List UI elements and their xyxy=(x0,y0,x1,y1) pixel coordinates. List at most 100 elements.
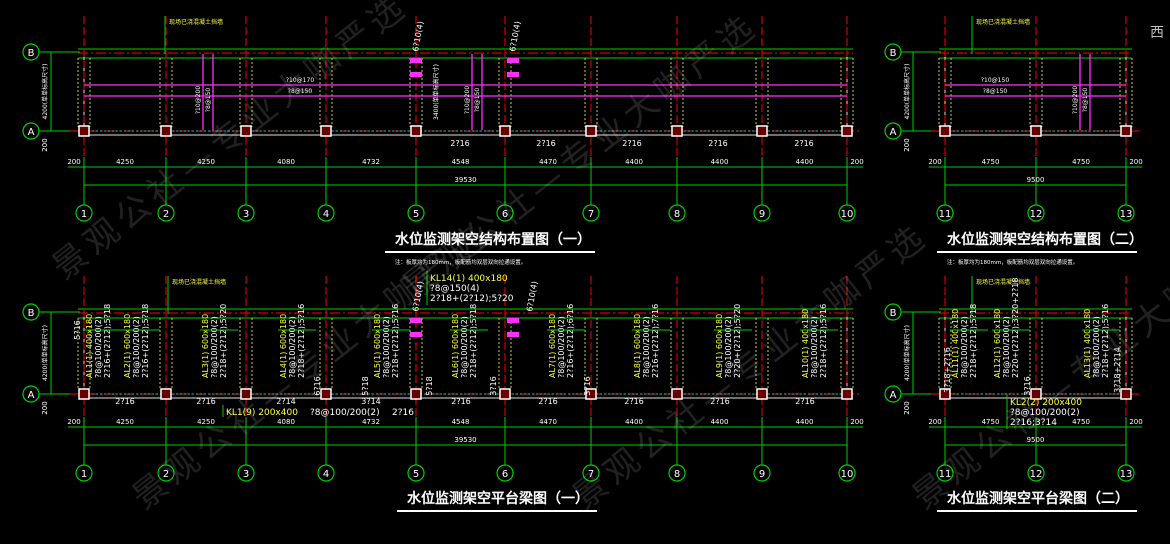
bottom-rebar-label: 2?16 xyxy=(538,397,558,406)
span-dimension: 4400 xyxy=(625,418,643,426)
span-dimension: 4250 xyxy=(197,158,215,166)
support-rebar-label: 5?18 xyxy=(425,376,434,396)
beam-name-label: AL12(1) 600x180 xyxy=(993,309,1002,378)
kl-stirrup-label: ?8@100/200(2) xyxy=(310,408,380,418)
span-dimension: 200 xyxy=(67,418,80,426)
span-dimension: 4400 xyxy=(796,158,814,166)
column-bubble-11-circle xyxy=(936,464,954,482)
column-bubble-10-circle xyxy=(838,464,856,482)
column-bubble-3: 3 xyxy=(243,209,249,220)
column-bubble-9: 9 xyxy=(759,469,765,480)
beam-bars-label: 2?18+(2?12);5?18 xyxy=(469,304,478,378)
bottom-rebar-label: 2?16 xyxy=(710,397,730,406)
column-marker xyxy=(78,388,90,400)
column-bubble-7-circle xyxy=(582,464,600,482)
kl-bars-label: 2?16;3?14 xyxy=(1010,418,1057,428)
span-dimension: 4080 xyxy=(277,418,295,426)
beam-stirrup-label: ?8@100/200(2) xyxy=(642,316,651,378)
column-bubble-8-circle xyxy=(668,464,686,482)
beam-bars-label: 2?18+(2?12);5?20 xyxy=(219,304,228,378)
column-marker xyxy=(1120,388,1132,400)
drawing-title: 水位监测架空平台梁图（一） xyxy=(407,490,589,507)
support-rebar-label: 5?18 xyxy=(361,376,370,396)
span-dimension: 4548 xyxy=(452,158,470,166)
slab-rebar-label: ?10@200 xyxy=(195,86,202,114)
column-bubble-11-circle xyxy=(936,204,954,222)
wall-note: 现场已浇混凝土挡墙 xyxy=(169,18,223,26)
bottom-rebar-label: 2?16 xyxy=(795,397,815,406)
bottom-rebar-label: 3?14 xyxy=(361,397,381,406)
stirrup-marker xyxy=(507,58,519,63)
column-bubble-2: 2 xyxy=(163,209,169,220)
stirrup-marker xyxy=(507,318,519,323)
column-bubble-4: 4 xyxy=(323,209,329,220)
column-marker xyxy=(240,388,252,400)
support-rebar-label: 3?16 xyxy=(1023,376,1032,396)
column-marker xyxy=(499,388,511,400)
bottom-rebar-label: 2?14 xyxy=(276,397,296,406)
column-bubble-9: 9 xyxy=(759,209,765,220)
beam-stirrup-label: ?8@100/200(2) xyxy=(1092,316,1101,378)
column-bubble-4: 4 xyxy=(323,469,329,480)
drawing-note: 注：板厚均为180mm，板配筋均双层双向拉通设置。 xyxy=(947,258,1078,266)
beam-stirrup-label: ?8@100/200(2) xyxy=(1002,316,1011,378)
column-bubble-4-circle xyxy=(317,204,335,222)
slab-rebar-label: ?10@170 xyxy=(286,77,314,84)
column-marker xyxy=(585,125,597,137)
beam-bars-label: 2?20+(2?12);3?20+2?18 xyxy=(1011,278,1020,378)
beam-name-label: AL6(1) 600x180 xyxy=(451,314,460,378)
column-bubble-3: 3 xyxy=(243,469,249,480)
axis-bubble-b: B xyxy=(28,48,35,59)
bottom-rebar-label: 2?16 xyxy=(196,397,216,406)
stirrup-label: 6?10(4) xyxy=(508,20,522,52)
column-bubble-10-circle xyxy=(838,204,856,222)
beam-stirrup-label: ?8@100/200(2) xyxy=(94,316,103,378)
stirrup-label: 6?10(4) xyxy=(411,20,425,52)
beam-name-label: AL9(1) 600x180 xyxy=(715,314,724,378)
slab-rebar-label: ?8@150 xyxy=(474,88,481,113)
column-bubble-10: 10 xyxy=(841,469,854,480)
beam-bars-label: 2?16+(2?12);7?16 xyxy=(651,304,660,378)
column-bubble-5: 5 xyxy=(413,209,419,220)
beam-stirrup-label: ?8@100/200(2) xyxy=(960,316,969,378)
span-dimension: 4400 xyxy=(711,158,729,166)
span-dimension: 4250 xyxy=(116,158,134,166)
column-bubble-10: 10 xyxy=(841,209,854,220)
axis-bubble-b: B xyxy=(890,308,897,319)
stirrup-label: 6?10(4) xyxy=(525,280,539,312)
row-dimension-3400: 3400(单单标高尺寸) xyxy=(432,64,440,120)
span-dimension: 4400 xyxy=(711,418,729,426)
column-marker xyxy=(841,388,853,400)
span-dimension: 4750 xyxy=(982,158,1000,166)
column-bubble-6: 6 xyxy=(502,469,508,480)
column-bubble-11: 11 xyxy=(939,209,952,220)
row-dimension-200: 200 xyxy=(41,401,49,414)
slab-rebar-label: ?8@150 xyxy=(288,88,313,95)
kl-stirrup-label: ?8@150(4) xyxy=(430,284,479,294)
beam-bars-label: 2?20+(2?12);5?20 xyxy=(733,304,742,378)
column-bubble-9-circle xyxy=(753,204,771,222)
column-marker xyxy=(756,388,768,400)
span-dimension: 4732 xyxy=(362,158,380,166)
column-bubble-2: 2 xyxy=(163,469,169,480)
stirrup-marker xyxy=(410,318,422,323)
column-bubble-12: 12 xyxy=(1030,469,1043,480)
axis-bubble-b: B xyxy=(890,48,897,59)
column-bubble-8: 8 xyxy=(674,469,680,480)
bottom-rebar-label: 2?16 xyxy=(708,139,728,148)
column-bubble-5: 5 xyxy=(413,469,419,480)
beam-name-label: AL5(1) 600x180 xyxy=(373,314,382,378)
total-dimension: 39530 xyxy=(454,176,476,184)
column-marker xyxy=(320,125,332,137)
beam-name-label: AL3(1) 600x180 xyxy=(201,314,210,378)
span-dimension: 4470 xyxy=(539,158,557,166)
column-bubble-13-circle xyxy=(1117,464,1135,482)
span-dimension: 4080 xyxy=(277,158,295,166)
beam-stirrup-label: ?8@100/200(2) xyxy=(460,316,469,378)
beam-stirrup-label: ?8@100/200(2) xyxy=(724,316,733,378)
column-bubble-1-circle xyxy=(75,464,93,482)
column-bubble-6-circle xyxy=(496,464,514,482)
column-marker xyxy=(410,125,422,137)
drawing-title: 水位监测架空平台梁图（二） xyxy=(947,490,1129,507)
